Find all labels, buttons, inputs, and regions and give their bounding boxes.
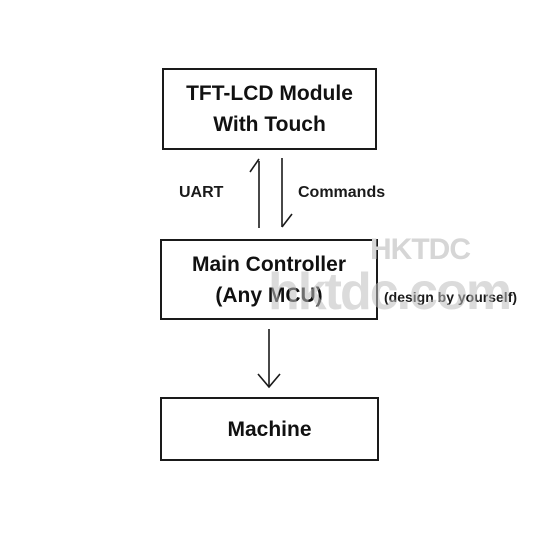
machine-arrow-down (257, 329, 281, 389)
mcu-box-line-2: (Any MCU) (215, 283, 323, 307)
uart-arrow-up (249, 158, 260, 228)
tft-box-line-1: TFT-LCD Module (186, 82, 353, 105)
machine-box: Machine (160, 397, 379, 461)
commands-arrow-down (281, 158, 293, 228)
tft-box-line-2: With Touch (213, 113, 326, 136)
uart-label: UART (179, 184, 224, 201)
commands-label: Commands (298, 184, 386, 201)
mcu-box-line-1: Main Controller (191, 252, 346, 276)
design-by-yourself-label: (design by yourself) (384, 289, 518, 305)
machine-box-label: Machine (227, 417, 312, 441)
main-controller-box: Main Controller (Any MCU) (160, 239, 378, 320)
tft-lcd-module-box: TFT-LCD Module With Touch (162, 68, 377, 150)
